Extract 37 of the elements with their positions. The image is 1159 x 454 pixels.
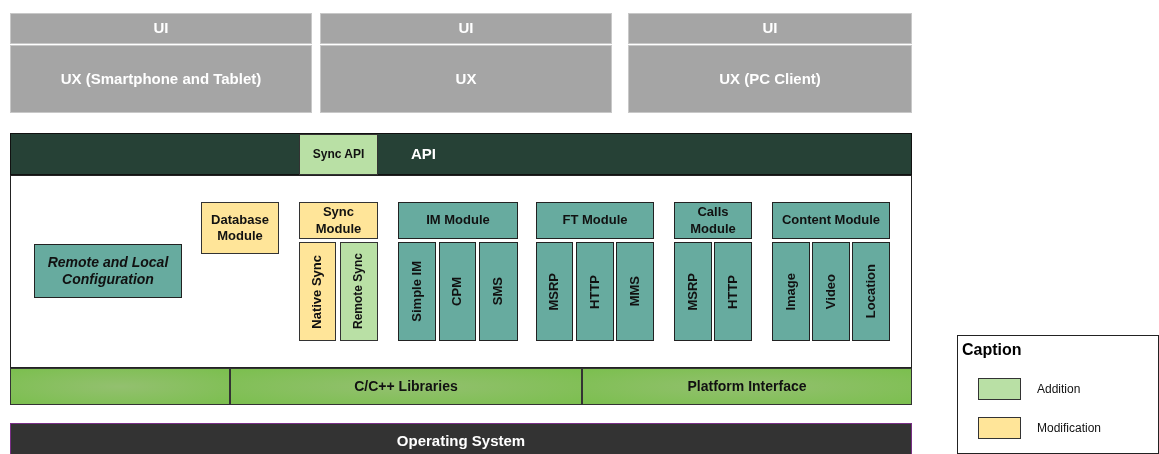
module-box: HTTP [576,242,614,341]
legend-title: Caption [962,341,1022,359]
node-label: API [411,144,436,164]
legend-label: Addition [1037,382,1081,396]
component-box: Native Sync [299,242,336,341]
legend-label: Modification [1037,421,1102,435]
ui-layer-box: UX [320,45,612,113]
ui-layer-box: UX (PC Client) [628,45,912,113]
module-box: Location [852,242,890,341]
module-box: FT Module [536,202,654,239]
component-box: Database Module [201,202,279,254]
library-bar [10,368,230,405]
ui-layer-box: UI [10,13,312,44]
module-box: SMS [479,242,518,341]
module-box: Video [812,242,850,341]
library-bar: C/C++ Libraries [230,368,582,405]
module-box: Image [772,242,810,341]
library-bar: Platform Interface [582,368,912,405]
core-panel [10,175,912,368]
os-bar: Operating System [10,423,912,454]
module-box: Remote and Local Configuration [34,244,182,298]
module-box: MMS [616,242,654,341]
ui-layer-box: UI [320,13,612,44]
module-box: MSRP [536,242,573,341]
component-box: Sync API [299,134,378,175]
module-box: Calls Module [674,202,752,239]
module-box: Simple IM [398,242,436,341]
module-box: Content Module [772,202,890,239]
module-box: IM Module [398,202,518,239]
component-box: Sync Module [299,202,378,239]
module-box: MSRP [674,242,712,341]
api-bar [10,133,912,175]
module-box: HTTP [714,242,752,341]
component-box: Remote Sync [340,242,378,341]
ui-layer-box: UI [628,13,912,44]
module-box: CPM [439,242,476,341]
ui-layer-box: UX (Smartphone and Tablet) [10,45,312,113]
